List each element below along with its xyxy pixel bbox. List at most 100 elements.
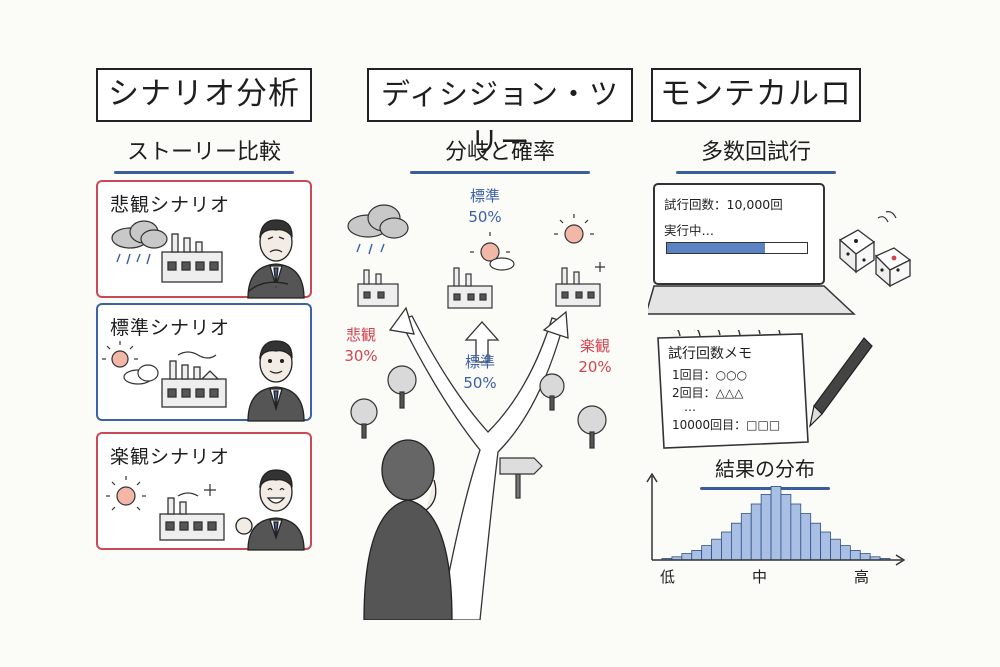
distribution-chart <box>646 472 906 566</box>
distribution-title-underline <box>700 487 830 490</box>
branch-pessimistic-pct: 30% <box>344 347 378 365</box>
card-pessimistic-label: 悲観シナリオ <box>110 194 231 216</box>
distribution-bar <box>740 513 752 561</box>
arrow-right-icon <box>542 310 569 339</box>
sun-icon <box>102 341 138 368</box>
distribution-bar <box>780 493 792 561</box>
arrow-up-icon <box>464 321 500 363</box>
decision-tree-title: ディシジョン・ツリー <box>367 68 633 159</box>
card-pessimistic: 悲観シナリオ <box>96 180 312 299</box>
laptop-screen <box>653 183 825 285</box>
decision-tree-illustration <box>347 204 607 620</box>
laptop-keyboard <box>648 285 856 315</box>
laptop-progress-fill <box>667 243 765 253</box>
branch-standard-pct: 50% <box>463 374 497 392</box>
distribution-bar <box>701 545 712 561</box>
distribution-bar <box>770 485 782 561</box>
laptop-progress-bar <box>666 242 808 254</box>
sun-cloud-icon <box>470 232 515 271</box>
sparkle-icon <box>204 484 216 496</box>
distribution-bar <box>750 503 762 561</box>
distribution-bar <box>800 513 812 561</box>
axis-low-label: 低 <box>660 568 676 586</box>
branch-standard-name: 標準 <box>464 353 495 371</box>
neutral-businessman-icon <box>247 340 305 422</box>
arrow-left-icon <box>388 306 415 335</box>
branch-optimistic-pct: 20% <box>578 358 612 376</box>
distribution-bar <box>840 545 851 561</box>
axis-mid-label: 中 <box>752 568 768 586</box>
top-branch-pct: 50% <box>468 208 502 226</box>
branch-optimistic-name: 楽観 <box>579 337 610 355</box>
distribution-bar <box>711 538 722 561</box>
distribution-bar <box>691 550 703 561</box>
worried-businessman-icon <box>247 219 305 299</box>
decision-tree-subtitle-underline <box>410 171 590 174</box>
scenario-title: シナリオ分析 <box>96 68 312 122</box>
monte-carlo-title: モンテカルロ <box>651 68 861 122</box>
distribution-bar <box>859 553 871 561</box>
card-standard: 標準シナリオ <box>96 303 312 422</box>
card-optimistic: 楽観シナリオ <box>96 432 312 551</box>
factory-icon <box>161 351 227 408</box>
memo-title: 試行回数メモ <box>668 346 752 362</box>
distribution-bar <box>830 538 841 561</box>
scenario-subtitle: ストーリー比較 <box>114 138 294 174</box>
factory-left-icon <box>357 269 399 307</box>
monte-carlo-subtitle-text: 多数回試行 <box>700 140 811 165</box>
signpost-icon <box>499 457 543 499</box>
distribution-bar <box>730 522 742 561</box>
distribution-bar <box>681 553 693 561</box>
laptop-trials-text: 試行回数：10,000回 <box>664 197 783 212</box>
distribution-bar <box>760 493 772 561</box>
distribution-bar <box>721 531 732 561</box>
pen-icon <box>809 337 873 428</box>
rain-cloud-icon <box>111 220 168 249</box>
distribution-title-text: 結果の分布 <box>715 457 815 481</box>
card-optimistic-label: 楽観シナリオ <box>110 446 231 468</box>
distribution-title: 結果の分布 <box>700 454 830 490</box>
standard-illustration <box>102 340 305 422</box>
decision-tree-subtitle-text: 分岐と確率 <box>444 140 555 165</box>
distribution-bar <box>849 550 861 561</box>
distribution-bar <box>790 503 802 561</box>
rain-drops-icon <box>356 243 385 255</box>
tree-icon <box>350 365 607 449</box>
monte-carlo-subtitle: 多数回試行 <box>676 138 836 174</box>
sun-icon <box>554 214 605 272</box>
sun-icon <box>106 476 146 511</box>
monte-carlo-subtitle-underline <box>676 171 836 174</box>
memo-line-1: 1回目：○○○ <box>672 368 748 382</box>
factory-center-icon <box>447 267 493 309</box>
happy-businessman-icon <box>235 469 305 551</box>
axis-high-label: 高 <box>854 568 870 586</box>
factory-icon <box>161 233 223 283</box>
dice-icon <box>838 211 912 288</box>
factory-icon <box>159 492 225 541</box>
pessimistic-illustration <box>111 219 305 299</box>
scenario-subtitle-text: ストーリー比較 <box>126 140 281 165</box>
top-branch-name: 標準 <box>469 187 500 205</box>
decision-tree-subtitle: 分岐と確率 <box>410 138 590 174</box>
factory-right-icon <box>555 267 601 307</box>
memo-line-2: 2回目：△△△ <box>672 386 744 400</box>
branching-path <box>399 315 565 620</box>
laptop-illustration <box>648 183 856 315</box>
laptop-running-text: 実行中… <box>664 223 715 238</box>
cloud-icon <box>123 364 159 385</box>
x-axis-arrow <box>895 554 906 566</box>
memo-notepad-icon <box>657 330 809 449</box>
scenario-subtitle-underline <box>114 171 294 174</box>
distribution-bars <box>661 485 891 561</box>
distribution-bar <box>810 522 822 561</box>
rain-cloud-icon <box>347 204 409 239</box>
thinking-person-icon <box>363 439 453 620</box>
distribution-bar <box>820 531 831 561</box>
optimistic-illustration <box>106 469 305 551</box>
memo-line-4: 10000回目：□□□ <box>672 418 781 432</box>
branch-pessimistic-name: 悲観 <box>345 326 376 344</box>
rain-drops-icon <box>116 253 151 265</box>
y-axis-arrow <box>646 472 658 483</box>
memo-line-3: … <box>684 400 696 414</box>
card-standard-label: 標準シナリオ <box>110 317 231 339</box>
